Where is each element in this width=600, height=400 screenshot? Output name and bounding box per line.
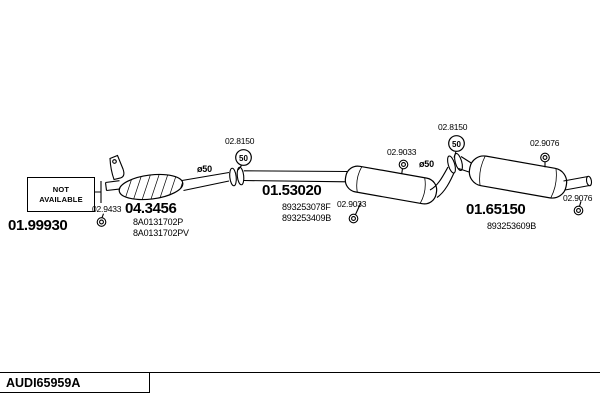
center-hanger-bottom-label: 02.9033 [337, 199, 367, 209]
front-pipe-part-number: 01.99930 [8, 217, 68, 234]
hanger-bracket [109, 154, 125, 181]
tailpipe-drawing [563, 175, 593, 191]
not-available-box: NOT AVAILABLE [27, 177, 95, 212]
hanger-ring [96, 217, 107, 227]
rear-muffler-oem: 893253609B [487, 221, 537, 231]
catalyst-oem-2: 8A0131702PV [133, 228, 189, 238]
hanger-ring [348, 213, 359, 224]
gasket-circle-rear: 50 [452, 139, 461, 149]
rear-joint-drawing [447, 135, 465, 174]
gasket-circle-front-outline [235, 149, 252, 166]
catalyst-oem-1: 8A0131702P [133, 217, 184, 227]
rear-hanger-top-label: 02.9076 [530, 138, 560, 148]
front-hanger-label: 02.9433 [92, 204, 122, 214]
center-muffler-part-number: 01.53020 [262, 182, 322, 199]
footer-code-box: AUDI65959A [0, 372, 150, 393]
gasket-label-front: 02.8150 [225, 136, 255, 146]
not-available-line1: NOT [52, 184, 70, 194]
gasket-circle-front: 50 [239, 153, 248, 163]
catalyst-part-number: 04.3456 [125, 200, 177, 217]
front-joint-drawing [229, 149, 252, 187]
pipe-diameter-label-rear: ø50 [419, 159, 434, 169]
pipe-diameter-label-front: ø50 [197, 164, 212, 174]
center-muffler-oem-2: 893253409B [282, 213, 332, 223]
rear-muffler-part-number: 01.65150 [466, 201, 526, 218]
center-muffler-oem-1: 893253078F [282, 202, 331, 212]
gasket-label-rear: 02.8150 [438, 122, 468, 132]
not-available-line2: AVAILABLE [39, 194, 83, 204]
center-muffler-drawing [344, 165, 438, 205]
catalytic-converter-drawing [117, 171, 230, 203]
gasket-circle-rear-outline [448, 135, 465, 152]
hanger-ring [573, 205, 584, 216]
hanger-ring [398, 159, 409, 170]
intermediate-pipe [243, 170, 348, 183]
center-hangers-drawing [348, 159, 409, 224]
center-hanger-top-label: 02.9033 [387, 147, 417, 157]
rear-hanger-right-label: 02.9076 [563, 193, 593, 203]
front-pipe-drawing [95, 154, 125, 227]
rear-hangers-drawing [540, 152, 584, 216]
footer-code: AUDI65959A [6, 375, 81, 390]
hanger-ring [540, 152, 550, 163]
rear-muffler-drawing [468, 155, 568, 199]
footer-divider [0, 372, 600, 373]
